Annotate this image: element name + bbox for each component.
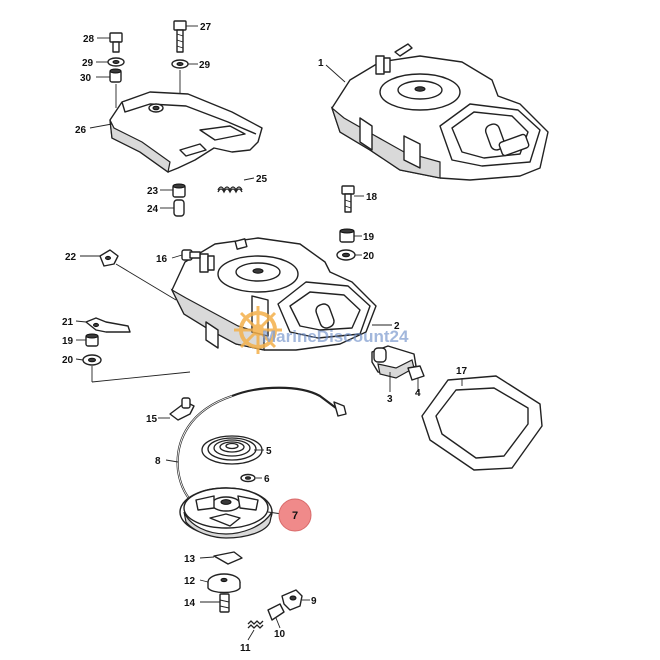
callout-5: 5 bbox=[266, 446, 272, 457]
part-19-spacer-right bbox=[339, 228, 355, 243]
part-12-retainer bbox=[207, 573, 241, 594]
callout-30: 30 bbox=[80, 73, 92, 84]
callout-20-right: 20 bbox=[363, 251, 375, 262]
part-27-bolt bbox=[173, 20, 187, 53]
callout-1: 1 bbox=[318, 58, 324, 69]
callout-4: 4 bbox=[415, 388, 421, 399]
callout-16: 16 bbox=[156, 254, 168, 265]
part-22-link bbox=[99, 249, 119, 267]
part-21-link bbox=[85, 317, 131, 333]
part-7-pulley bbox=[179, 487, 273, 539]
callout-19-left: 19 bbox=[62, 336, 74, 347]
callout-22: 22 bbox=[65, 252, 77, 263]
callout-6: 6 bbox=[264, 474, 270, 485]
callout-29-right: 29 bbox=[199, 60, 211, 71]
callout-3: 3 bbox=[387, 394, 393, 405]
part-15-clip bbox=[169, 397, 195, 421]
callout-27: 27 bbox=[200, 22, 212, 33]
part-28-bolt bbox=[109, 32, 123, 53]
part-25-spring bbox=[217, 186, 243, 194]
callout-29-left: 29 bbox=[82, 58, 94, 69]
ship-wheel-icon bbox=[234, 306, 282, 354]
part-17-seal bbox=[421, 375, 543, 471]
part-11-spring bbox=[247, 620, 264, 629]
part-23-spacer bbox=[172, 183, 186, 198]
part-16-plug bbox=[181, 249, 201, 261]
callout-9: 9 bbox=[311, 596, 317, 607]
part-10-spring bbox=[267, 603, 285, 621]
callout-20-left: 20 bbox=[62, 355, 74, 366]
part-29-washer-right bbox=[171, 59, 189, 69]
callout-15: 15 bbox=[146, 414, 158, 425]
part-18-bolt bbox=[341, 185, 355, 213]
callout-14: 14 bbox=[184, 598, 196, 609]
part-1-starter-assembly bbox=[330, 43, 549, 181]
part-14-bolt bbox=[219, 593, 230, 613]
callout-2: 2 bbox=[394, 321, 400, 332]
highlighted-callout-7[interactable]: 7 bbox=[278, 498, 312, 532]
callout-13: 13 bbox=[184, 554, 196, 565]
callout-19-right: 19 bbox=[363, 232, 375, 243]
callout-24: 24 bbox=[147, 204, 159, 215]
part-6-washer bbox=[240, 473, 256, 483]
part-26-cover-plate bbox=[109, 91, 263, 174]
callout-17: 17 bbox=[456, 366, 468, 377]
callout-21: 21 bbox=[62, 317, 74, 328]
part-24-pin bbox=[173, 199, 185, 217]
callout-18: 18 bbox=[366, 192, 378, 203]
callout-23: 23 bbox=[147, 186, 159, 197]
callout-7: 7 bbox=[292, 510, 298, 522]
callout-26: 26 bbox=[75, 125, 87, 136]
watermark-text: MarineDiscount24 bbox=[262, 327, 409, 346]
part-13-pawl bbox=[213, 551, 243, 565]
part-29-washer-left bbox=[107, 57, 125, 67]
callout-25: 25 bbox=[256, 174, 268, 185]
part-20-washer-left bbox=[82, 354, 102, 366]
part-4-insert bbox=[407, 365, 425, 381]
watermark: MarineDiscount24 bbox=[234, 306, 409, 354]
callout-11: 11 bbox=[240, 643, 251, 654]
part-30-spacer bbox=[109, 68, 122, 83]
callout-10: 10 bbox=[274, 629, 286, 640]
callout-12: 12 bbox=[184, 576, 196, 587]
part-20-washer-right bbox=[336, 249, 356, 261]
part-19-spacer-left bbox=[85, 333, 99, 347]
callout-28: 28 bbox=[83, 34, 95, 45]
part-5-rewind-spring bbox=[201, 435, 263, 465]
part-9-pawl-spring bbox=[281, 589, 303, 611]
callout-8: 8 bbox=[155, 456, 161, 467]
